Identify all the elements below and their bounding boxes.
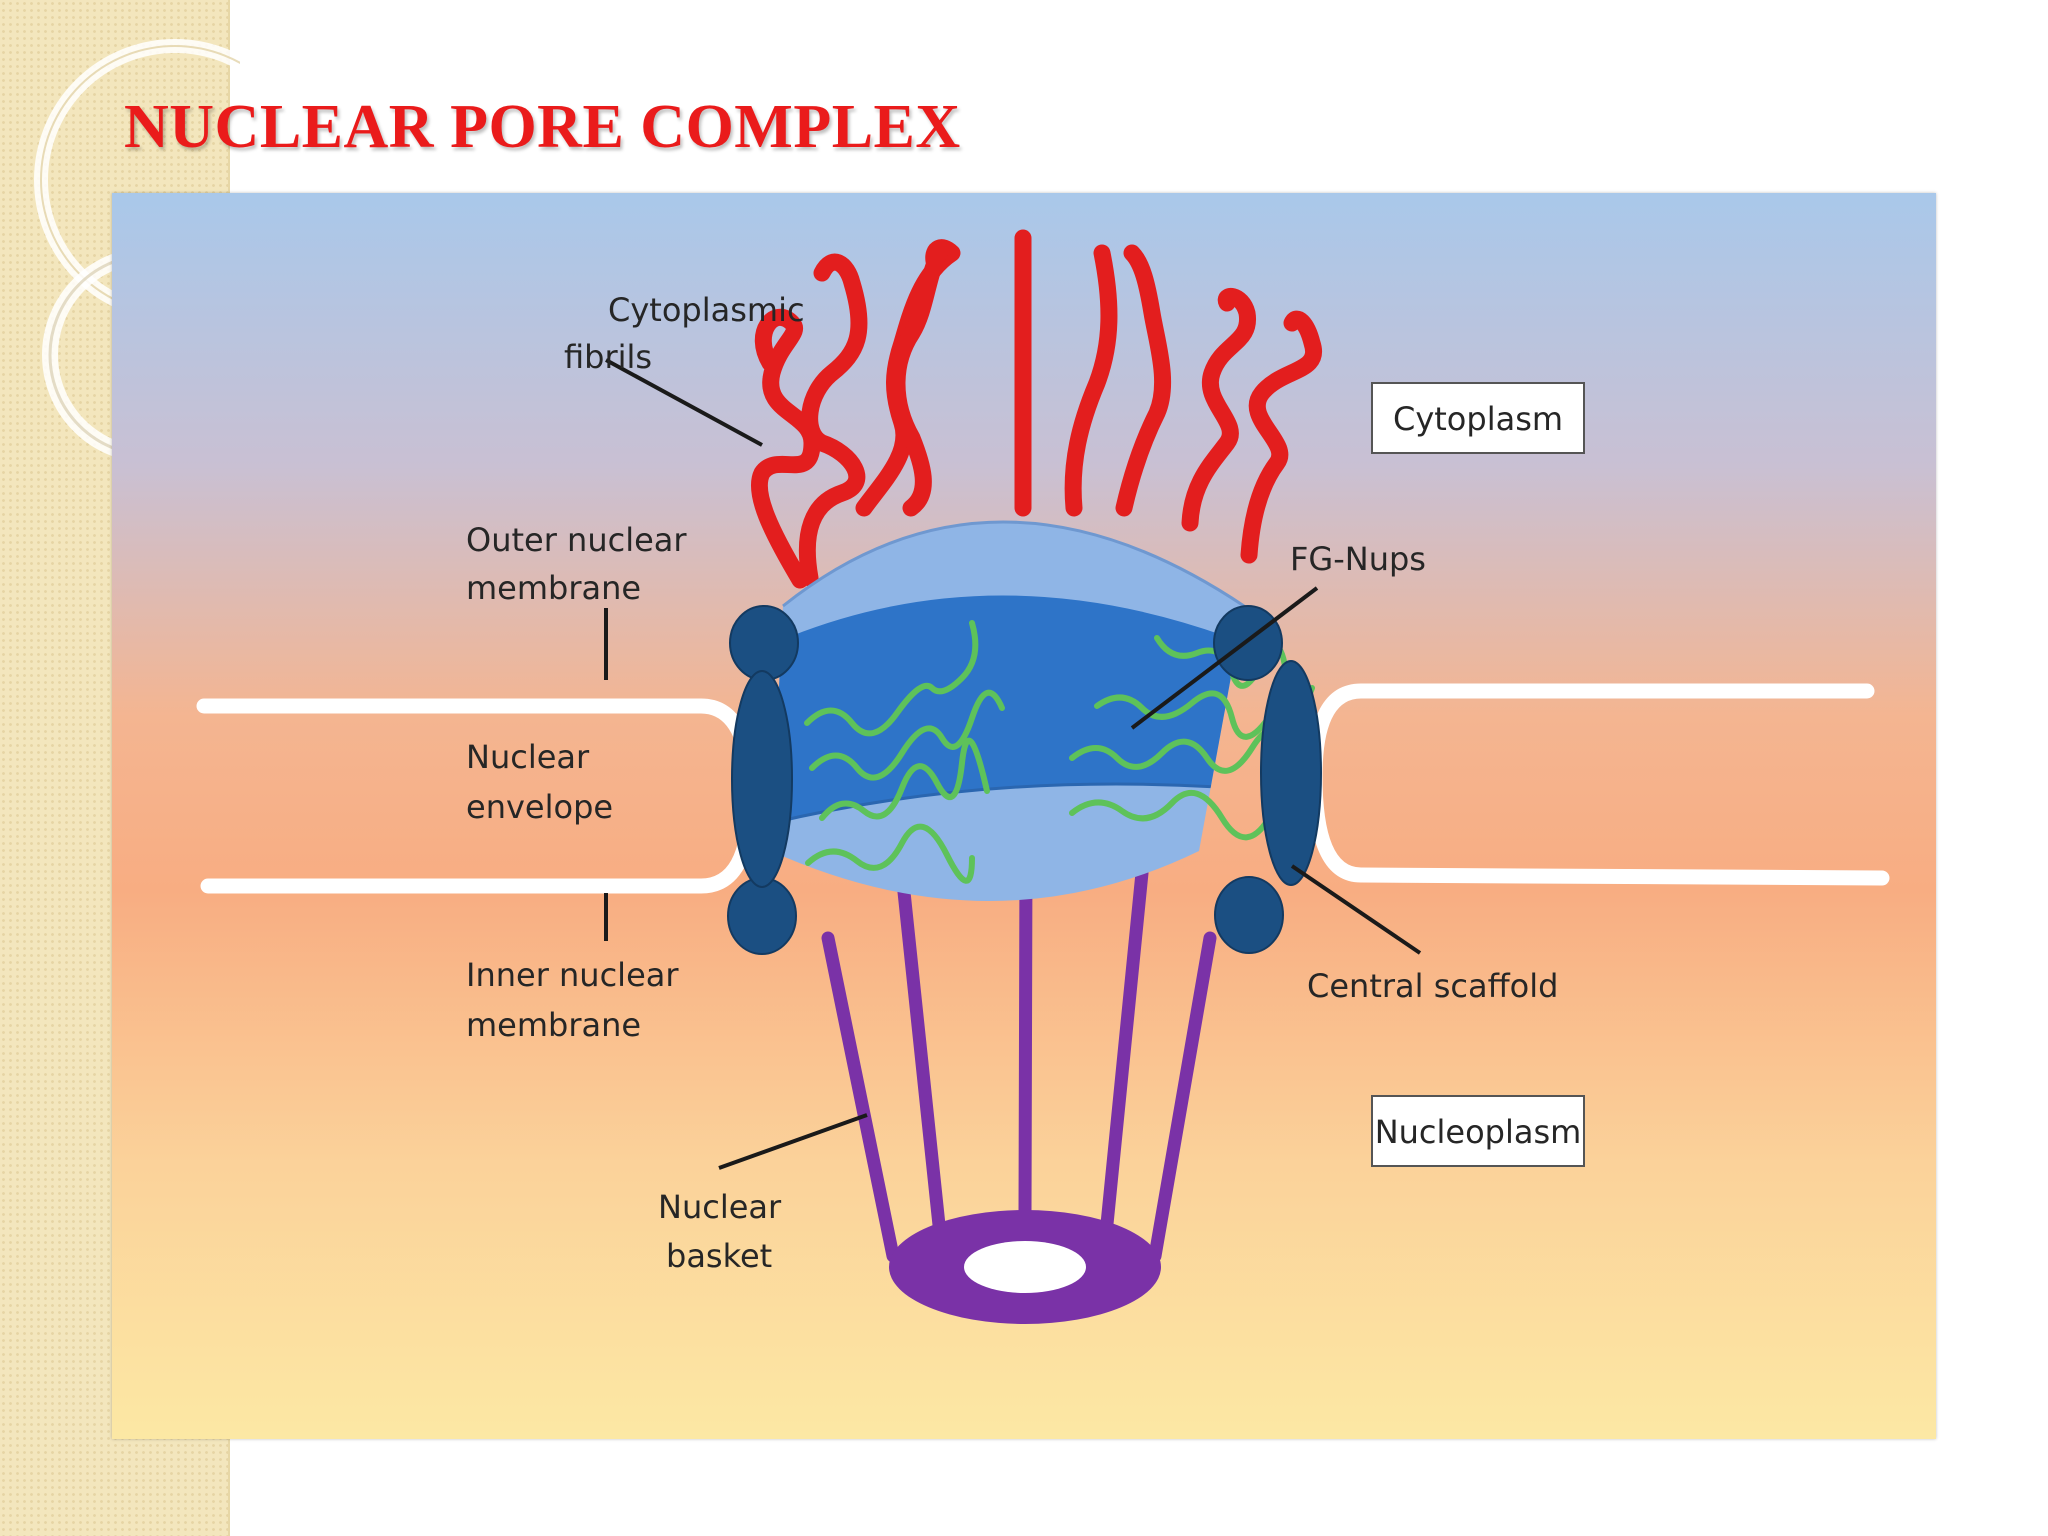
label-nucleoplasm: Nucleoplasm — [1375, 1113, 1582, 1151]
label-inner-membrane-line1: Inner nuclear — [466, 956, 679, 994]
label-nuclear-envelope-line1: Nuclear — [466, 738, 590, 776]
label-cytoplasm: Cytoplasm — [1393, 400, 1563, 438]
central-scaffold — [727, 605, 1322, 955]
cytoplasmic-fibrils — [750, 229, 1322, 589]
label-cytoplasmic-fibrils-line2: fibrils — [564, 338, 652, 376]
nuclear-basket — [821, 846, 1217, 1324]
label-central-scaffold: Central scaffold — [1307, 967, 1558, 1005]
label-outer-membrane-line2: membrane — [466, 569, 641, 607]
label-nuclear-basket-line1: Nuclear — [658, 1188, 782, 1226]
slide-title: NUCLEAR PORE COMPLEX — [124, 93, 961, 161]
nuclear-pore-diagram: Cytoplasmic fibrils Outer nuclear membra… — [112, 193, 1936, 1439]
label-inner-membrane-line2: membrane — [466, 1006, 641, 1044]
label-nuclear-basket-line2: basket — [666, 1237, 772, 1275]
nucleoplasm-box: Nucleoplasm — [1371, 1095, 1585, 1167]
cytoplasm-box: Cytoplasm — [1371, 382, 1585, 454]
diagram-canvas: Cytoplasmic fibrils Outer nuclear membra… — [112, 193, 1936, 1439]
label-cytoplasmic-fibrils-line1: Cytoplasmic — [608, 291, 805, 329]
label-outer-membrane-line1: Outer nuclear — [466, 521, 687, 559]
leader-lines — [604, 358, 1422, 1170]
label-nuclear-envelope-line2: envelope — [466, 788, 613, 826]
label-fg-nups: FG-Nups — [1290, 540, 1426, 578]
